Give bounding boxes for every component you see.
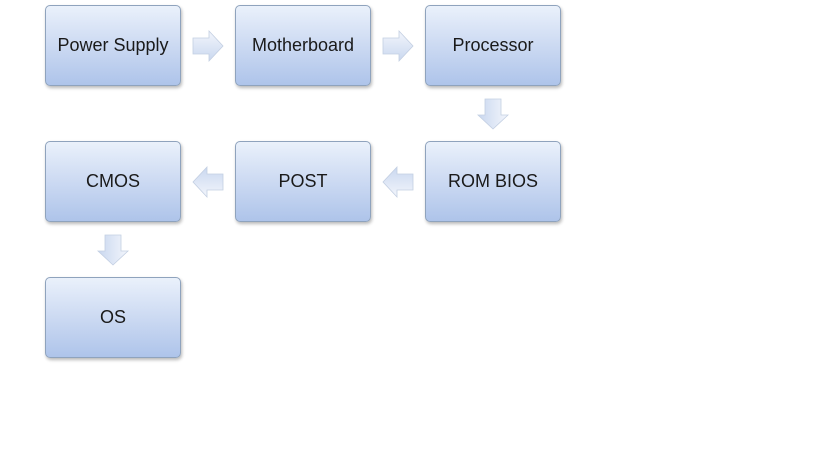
arrow-down-icon [476,97,510,131]
arrow-down-icon [96,233,130,267]
node-cmos: CMOS [45,141,181,222]
node-processor: Processor [425,5,561,86]
node-label: Processor [452,35,534,55]
node-label: CMOS [86,171,140,191]
arrow-left-icon [191,165,225,199]
node-power-supply: Power Supply [45,5,181,86]
node-label: OS [99,307,126,327]
node-post: POST [235,141,371,222]
arrow-left-icon [381,165,415,199]
arrow-right-icon [191,29,225,63]
node-rom-bios: ROM BIOS [425,141,561,222]
arrow-right-icon [381,29,415,63]
node-label: Power Supply [57,35,169,55]
node-label: POST [278,171,328,191]
node-label: ROM BIOS [447,171,538,191]
node-os: OS [45,277,181,358]
node-label: Motherboard [251,35,355,55]
node-motherboard: Motherboard [235,5,371,86]
